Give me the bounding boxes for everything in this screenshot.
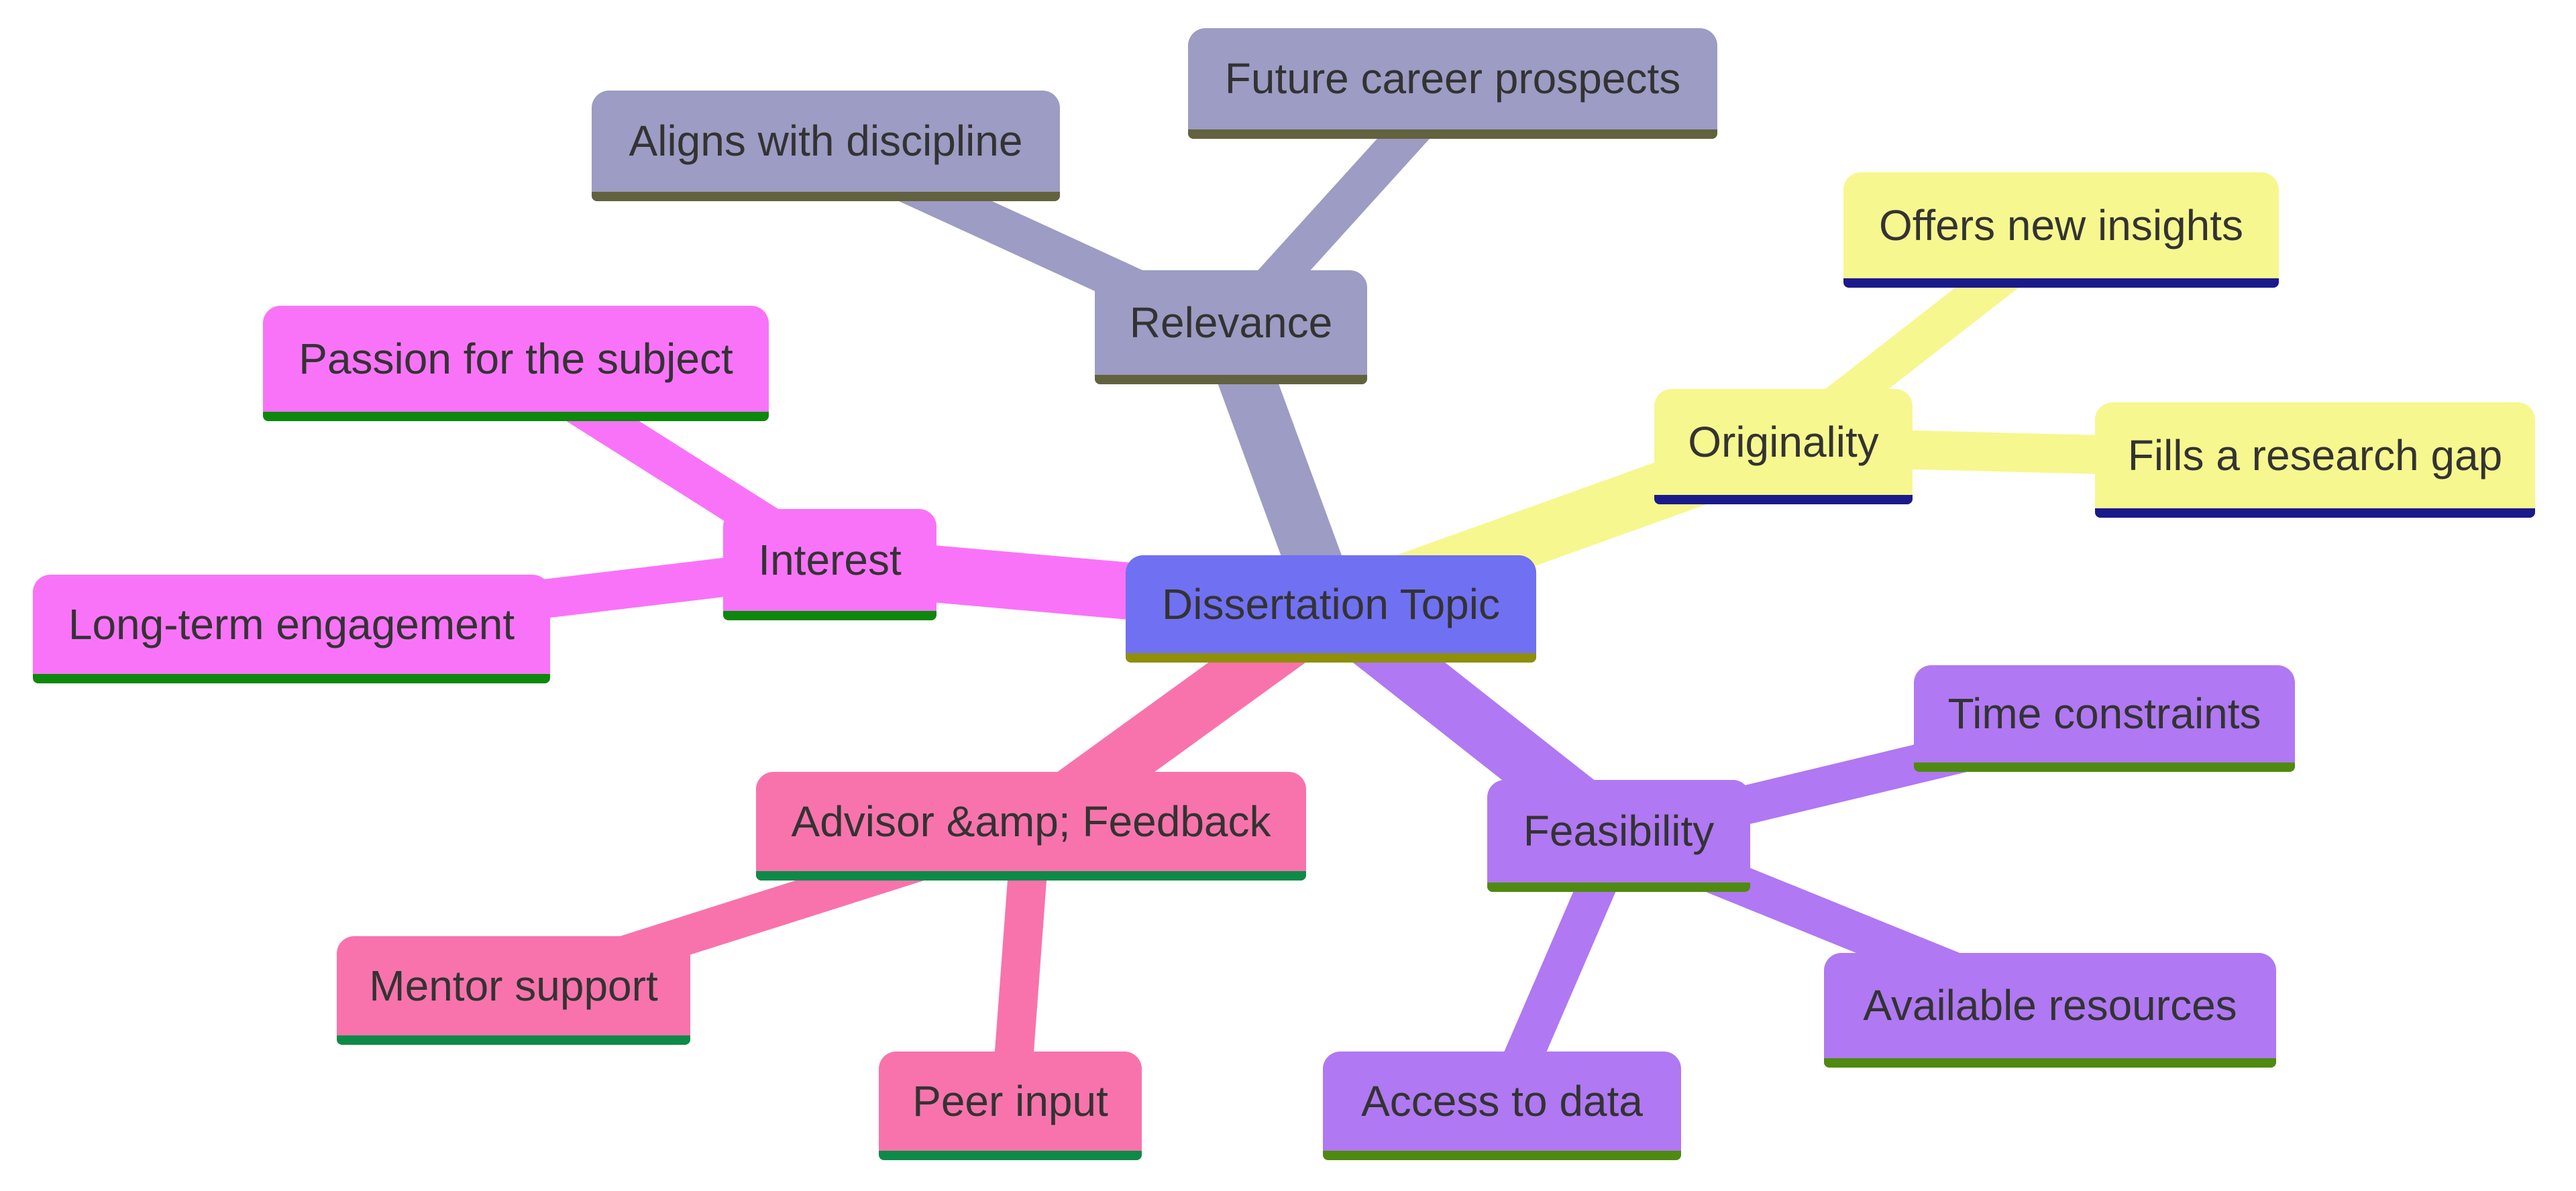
node-offers-new-insights: Offers new insights [1843, 172, 2279, 288]
node-time-constraints: Time constraints [1914, 665, 2295, 772]
node-label: Long-term engagement [68, 600, 515, 648]
node-label: Future career prospects [1224, 54, 1681, 103]
node-label: Peer input [912, 1076, 1108, 1125]
node-mentor-support: Mentor support [337, 936, 690, 1045]
node-relevance: Relevance [1095, 270, 1367, 384]
node-label: Mentor support [369, 961, 658, 1010]
node-label: Time constraints [1947, 689, 2261, 738]
node-available-resources: Available resources [1824, 953, 2276, 1068]
node-label: Advisor &amp; Feedback [791, 797, 1271, 846]
node-label: Dissertation Topic [1162, 579, 1500, 628]
node-advisor-feedback: Advisor &amp; Feedback [756, 772, 1306, 881]
node-label: Aligns with discipline [629, 117, 1023, 166]
node-fills-a-research-gap: Fills a research gap [2095, 402, 2535, 518]
node-label: Relevance [1129, 298, 1333, 347]
node-passion-for-the-subject: Passion for the subject [263, 306, 769, 421]
node-label: Originality [1688, 417, 1879, 466]
node-long-term-engagement: Long-term engagement [33, 575, 550, 683]
node-label: Available resources [1863, 981, 2237, 1030]
node-peer-input: Peer input [879, 1052, 1142, 1160]
node-label: Interest [758, 535, 902, 584]
node-access-to-data: Access to data [1323, 1052, 1681, 1160]
node-label: Fills a research gap [2127, 431, 2503, 479]
node-label: Passion for the subject [299, 334, 733, 383]
node-feasibility: Feasibility [1487, 780, 1750, 892]
node-interest: Interest [723, 509, 936, 620]
node-label: Feasibility [1523, 807, 1715, 856]
node-originality: Originality [1654, 389, 1913, 504]
node-label: Offers new insights [1878, 201, 2244, 249]
node-label: Access to data [1361, 1076, 1643, 1125]
node-future-career-prospects: Future career prospects [1188, 28, 1717, 139]
node-aligns-with-discipline: Aligns with discipline [592, 91, 1060, 201]
node-dissertation-topic: Dissertation Topic [1126, 555, 1536, 663]
